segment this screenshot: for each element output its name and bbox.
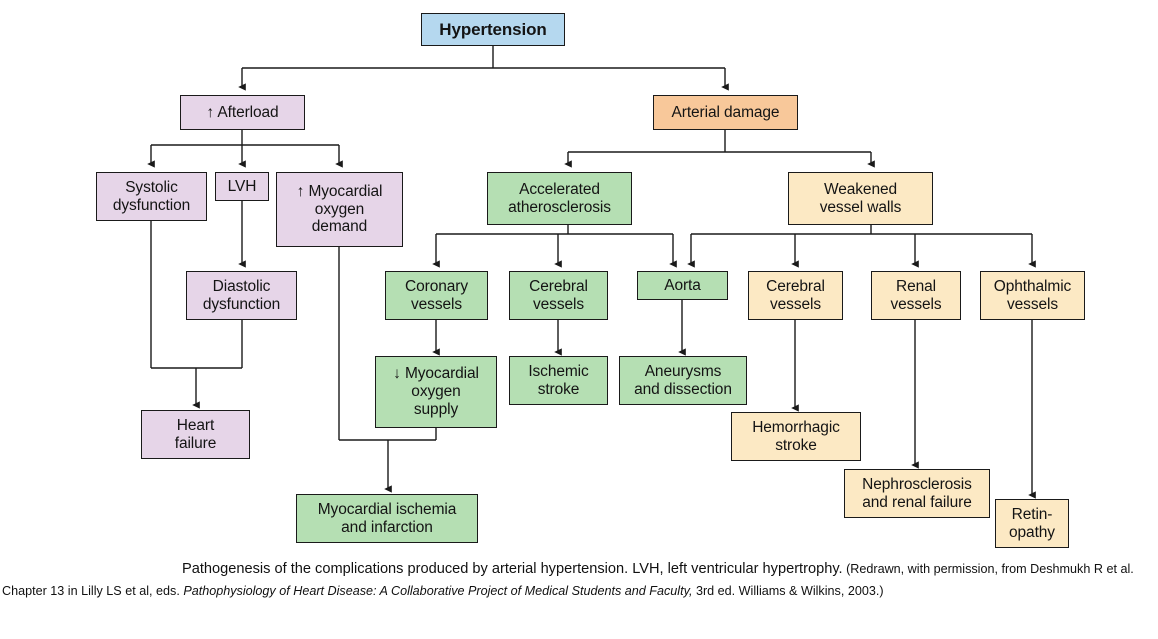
node-systolic-dysfunction-label: Systolic dysfunction: [112, 178, 191, 214]
node-afterload-label: ↑ Afterload: [206, 103, 279, 121]
node-lvh-label: LVH: [227, 177, 257, 195]
caption-source-title: Pathophysiology of Heart Disease: A Coll…: [183, 584, 693, 599]
node-arterial-damage-label: Arterial damage: [671, 103, 780, 121]
node-renal-vessels[interactable]: Renal vessels: [871, 271, 961, 320]
node-diastolic-dysfunction[interactable]: Diastolic dysfunction: [186, 271, 297, 320]
node-myocardial-ischemia-and-infarction-label: Myocardial ischemia and infarction: [317, 500, 457, 536]
node-cerebral-vessels-weakened-label: Cerebral vessels: [766, 277, 825, 313]
node-heart-failure-label: Heart failure: [174, 416, 217, 452]
node-myocardial-ischemia-and-infarction[interactable]: Myocardial ischemia and infarction: [296, 494, 478, 543]
node-hypertension-label: Hypertension: [439, 19, 547, 39]
node-myocardial-oxygen-supply-label: ↓ Myocardial oxygen supply: [393, 365, 479, 418]
node-myocardial-oxygen-demand-label: ↑ Myocardial oxygen demand: [296, 182, 383, 236]
node-retinopathy-label: Retin- opathy: [1009, 505, 1055, 541]
node-lvh[interactable]: LVH: [215, 172, 269, 201]
node-ischemic-stroke[interactable]: Ischemic stroke: [509, 356, 608, 405]
node-ophthalmic-vessels-label: Ophthalmic vessels: [993, 277, 1072, 313]
node-hemorrhagic-stroke[interactable]: Hemorrhagic stroke: [731, 412, 861, 461]
node-retinopathy[interactable]: Retin- opathy: [995, 499, 1069, 548]
node-arterial-damage[interactable]: Arterial damage: [653, 95, 798, 130]
node-aneurysms-and-dissection-label: Aneurysms and dissection: [634, 362, 732, 398]
caption-source-suffix: 3rd ed. Williams & Wilkins, 2003.): [692, 584, 884, 599]
node-renal-vessels-label: Renal vessels: [890, 277, 942, 313]
node-nephrosclerosis-and-renal-failure[interactable]: Nephrosclerosis and renal failure: [844, 469, 990, 518]
node-heart-failure[interactable]: Heart failure: [141, 410, 250, 459]
node-weakened-vessel-walls-label: Weakened vessel walls: [819, 180, 902, 216]
node-accelerated-atherosclerosis[interactable]: Accelerated atherosclerosis: [487, 172, 632, 225]
node-myocardial-oxygen-supply[interactable]: ↓ Myocardial oxygen supply: [375, 356, 497, 428]
node-aorta[interactable]: Aorta: [637, 271, 728, 300]
node-cerebral-vessels-weakened[interactable]: Cerebral vessels: [748, 271, 843, 320]
node-accelerated-atherosclerosis-label: Accelerated atherosclerosis: [508, 180, 611, 216]
caption-source-prefix: (Redrawn, with permission, from Deshmukh…: [2, 562, 1134, 599]
node-ophthalmic-vessels[interactable]: Ophthalmic vessels: [980, 271, 1085, 320]
node-aneurysms-and-dissection[interactable]: Aneurysms and dissection: [619, 356, 747, 405]
node-nephrosclerosis-and-renal-failure-label: Nephrosclerosis and renal failure: [862, 475, 972, 511]
node-ischemic-stroke-label: Ischemic stroke: [528, 362, 589, 398]
node-coronary-vessels[interactable]: Coronary vessels: [385, 271, 488, 320]
node-cerebral-vessels-atherosclerotic-label: Cerebral vessels: [529, 277, 588, 313]
node-systolic-dysfunction[interactable]: Systolic dysfunction: [96, 172, 207, 221]
node-diastolic-dysfunction-label: Diastolic dysfunction: [202, 277, 281, 313]
caption-lead-text: Pathogenesis of the complications produc…: [182, 561, 843, 577]
figure-caption: Pathogenesis of the complications produc…: [0, 558, 1158, 639]
node-cerebral-vessels-atherosclerotic[interactable]: Cerebral vessels: [509, 271, 608, 320]
node-afterload[interactable]: ↑ Afterload: [180, 95, 305, 130]
node-hypertension[interactable]: Hypertension: [421, 13, 565, 46]
node-aorta-label: Aorta: [664, 276, 701, 294]
node-weakened-vessel-walls[interactable]: Weakened vessel walls: [788, 172, 933, 225]
node-myocardial-oxygen-demand[interactable]: ↑ Myocardial oxygen demand: [276, 172, 403, 247]
connector-layer: [147, 45, 1036, 499]
node-coronary-vessels-label: Coronary vessels: [405, 277, 468, 313]
node-hemorrhagic-stroke-label: Hemorrhagic stroke: [752, 418, 840, 454]
